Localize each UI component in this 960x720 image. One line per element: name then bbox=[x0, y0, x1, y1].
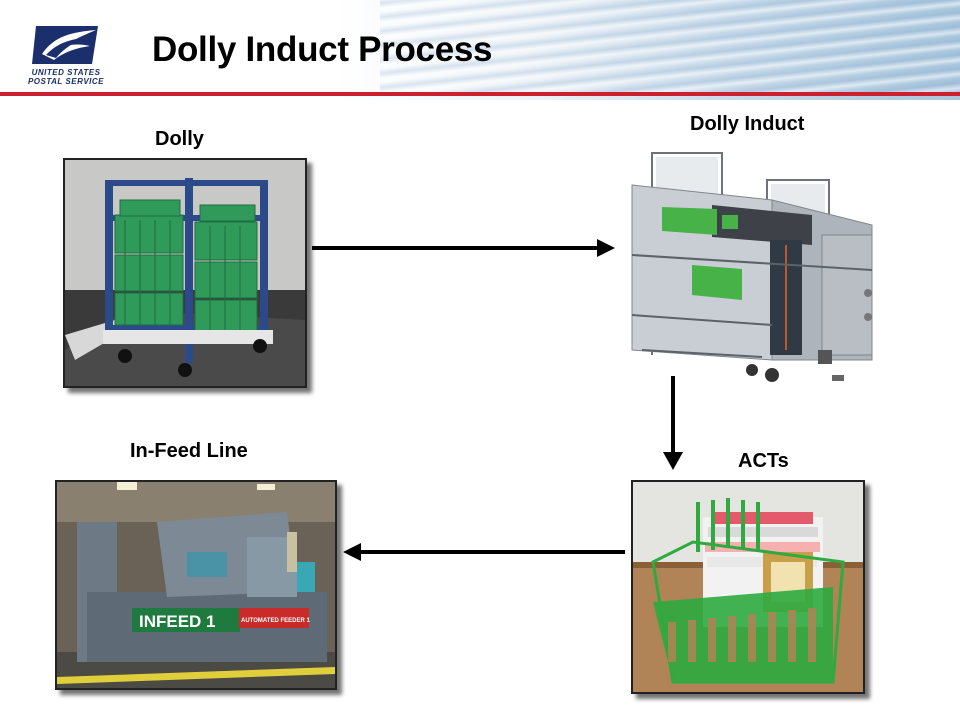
usps-logo: UNITED STATES POSTAL SERVICE bbox=[26, 24, 104, 88]
logo-line2: POSTAL SERVICE bbox=[27, 77, 105, 86]
infeed-sign-text: INFEED 1 bbox=[139, 612, 216, 631]
arrow-induct-to-acts bbox=[663, 376, 683, 470]
dolly-photo bbox=[63, 158, 307, 388]
arrow-acts-to-in-feed bbox=[343, 543, 625, 561]
infeed-sub-text: AUTOMATED FEEDER 1 bbox=[241, 618, 310, 624]
eagle-icon bbox=[32, 26, 98, 64]
step-label-acts: ACTs bbox=[738, 450, 789, 472]
dolly-induct-machine-render bbox=[622, 145, 880, 383]
page-title: Dolly Induct Process bbox=[152, 30, 493, 69]
step-label-dolly-induct: Dolly Induct bbox=[690, 113, 805, 135]
arrow-dolly-to-induct bbox=[312, 239, 615, 257]
step-label-dolly: Dolly bbox=[155, 128, 204, 150]
step-label-in-feed-line: In-Feed Line bbox=[130, 440, 248, 462]
header-red-rule bbox=[0, 92, 960, 96]
header-banner bbox=[0, 0, 960, 100]
logo-line1: UNITED STATES bbox=[31, 68, 101, 77]
header-streaks bbox=[380, 0, 960, 92]
in-feed-line-photo: INFEED 1 AUTOMATED FEEDER 1 bbox=[55, 480, 337, 690]
acts-tray-photo bbox=[631, 480, 865, 694]
